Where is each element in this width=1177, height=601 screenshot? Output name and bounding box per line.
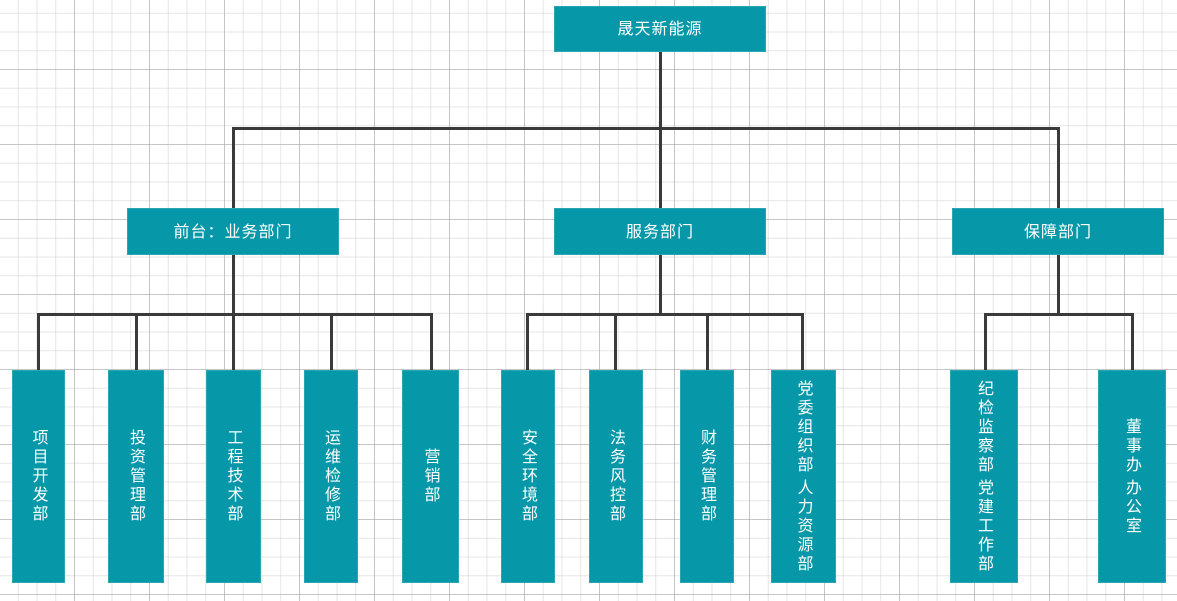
org-node-root-label: 晟天新能源: [617, 19, 703, 38]
org-node-dept-general-office-label: 办公室: [1123, 478, 1142, 536]
connector-dept-1-drop: [37, 313, 40, 371]
connector-division-1-stem: [232, 255, 235, 315]
org-node-dept-investment-management-label: 投资管理部: [127, 429, 146, 524]
org-node-root[interactable]: 晟天新能源: [554, 6, 766, 52]
org-node-dept-investment-management[interactable]: 投资管理部: [108, 370, 164, 583]
org-node-dept-operations-maintenance-label: 运维检修部: [322, 429, 341, 524]
connector-root-stem: [659, 51, 662, 129]
org-node-dept-marketing[interactable]: 营销部: [402, 370, 459, 583]
org-node-dept-legal-risk-control-label: 法务风控部: [607, 429, 626, 524]
connector-dept-9-drop: [801, 313, 804, 371]
connector-dept-8-drop: [706, 313, 709, 371]
org-node-dept-finance-management-label: 财务管理部: [698, 429, 717, 524]
org-node-division-business[interactable]: 前台：业务部门: [127, 208, 339, 255]
org-node-division-business-label: 前台：业务部门: [173, 221, 293, 241]
org-node-dept-human-resources-alt-label: 党委组织部: [794, 379, 814, 475]
connector-dept-5-drop: [430, 313, 433, 371]
org-node-dept-finance-management[interactable]: 财务管理部: [680, 370, 734, 583]
connector-level1-bus: [232, 127, 1060, 130]
org-node-division-support[interactable]: 保障部门: [952, 208, 1164, 255]
org-node-dept-human-resources-label: 人力资源部: [794, 478, 814, 574]
connector-dept-7-drop: [614, 313, 617, 371]
connector-division-2-stem: [659, 255, 662, 315]
org-node-dept-marketing-label: 营销部: [421, 448, 441, 505]
org-node-dept-safety-environment[interactable]: 安全环境部: [501, 370, 555, 583]
connector-group-2-bus: [526, 313, 804, 316]
connector-dept-11-drop: [1131, 313, 1134, 371]
org-node-division-service-label: 服务部门: [625, 221, 694, 241]
connector-dept-2-drop: [135, 313, 138, 371]
connector-dept-3-drop: [232, 313, 235, 371]
org-node-dept-engineering-technology-label: 工程技术部: [224, 429, 244, 524]
org-node-dept-party-building-label: 党建工作部: [975, 478, 994, 574]
org-node-division-support-label: 保障部门: [1023, 221, 1092, 241]
connector-division-3-stem: [1057, 255, 1060, 315]
org-node-dept-safety-environment-label: 安全环境部: [519, 429, 538, 524]
org-node-dept-general-office[interactable]: 办公室 董事办: [1098, 370, 1166, 583]
connector-division-3-drop: [1057, 127, 1060, 209]
org-node-dept-general-office-alt-label: 董事办: [1123, 417, 1142, 475]
org-node-dept-operations-maintenance[interactable]: 运维检修部: [304, 370, 358, 583]
connector-dept-6-drop: [526, 313, 529, 371]
org-node-dept-human-resources[interactable]: 人力资源部 党委组织部: [771, 370, 836, 583]
connector-group-1-bus: [37, 313, 433, 316]
org-node-dept-project-development-label: 项目开发部: [29, 429, 49, 524]
connector-dept-10-drop: [984, 313, 987, 371]
connector-dept-4-drop: [330, 313, 333, 371]
connector-division-2-drop: [659, 127, 662, 209]
org-node-dept-party-building[interactable]: 党建工作部 纪检监察部: [950, 370, 1018, 583]
org-node-dept-party-building-alt-label: 纪检监察部: [975, 379, 994, 475]
org-node-division-service[interactable]: 服务部门: [554, 208, 766, 255]
org-node-dept-project-development[interactable]: 项目开发部: [12, 370, 65, 583]
org-node-dept-legal-risk-control[interactable]: 法务风控部: [589, 370, 643, 583]
org-node-dept-engineering-technology[interactable]: 工程技术部: [206, 370, 261, 583]
connector-group-3-bus: [984, 313, 1134, 316]
connector-division-1-drop: [232, 127, 235, 209]
